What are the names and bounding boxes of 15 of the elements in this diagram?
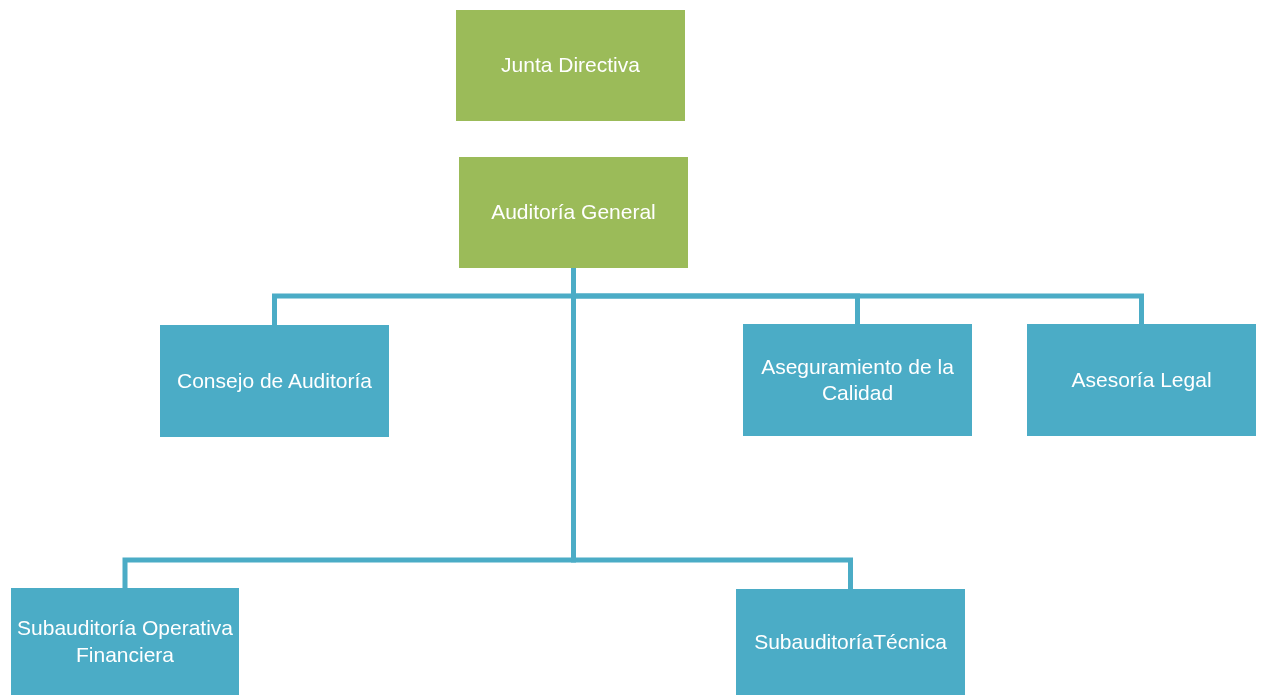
box-label: Aseguramiento de la Calidad xyxy=(760,353,955,406)
box-label: Asesoría Legal xyxy=(1071,366,1212,393)
org-box xyxy=(459,157,688,268)
connector-line xyxy=(571,268,853,589)
org-box xyxy=(736,589,965,695)
box-label: Junta Directiva xyxy=(501,52,640,79)
box-label: Auditoría General xyxy=(491,199,656,226)
org-box xyxy=(160,325,389,437)
box-label: Consejo de Auditoría xyxy=(177,367,372,394)
box-label: SubauditoríaTécnica xyxy=(754,628,947,655)
org-box xyxy=(456,10,685,121)
org-box xyxy=(743,324,972,436)
box-label: Subauditoría Operativa Financiera xyxy=(16,615,234,668)
org-box xyxy=(11,588,239,695)
org-box xyxy=(1027,324,1256,436)
